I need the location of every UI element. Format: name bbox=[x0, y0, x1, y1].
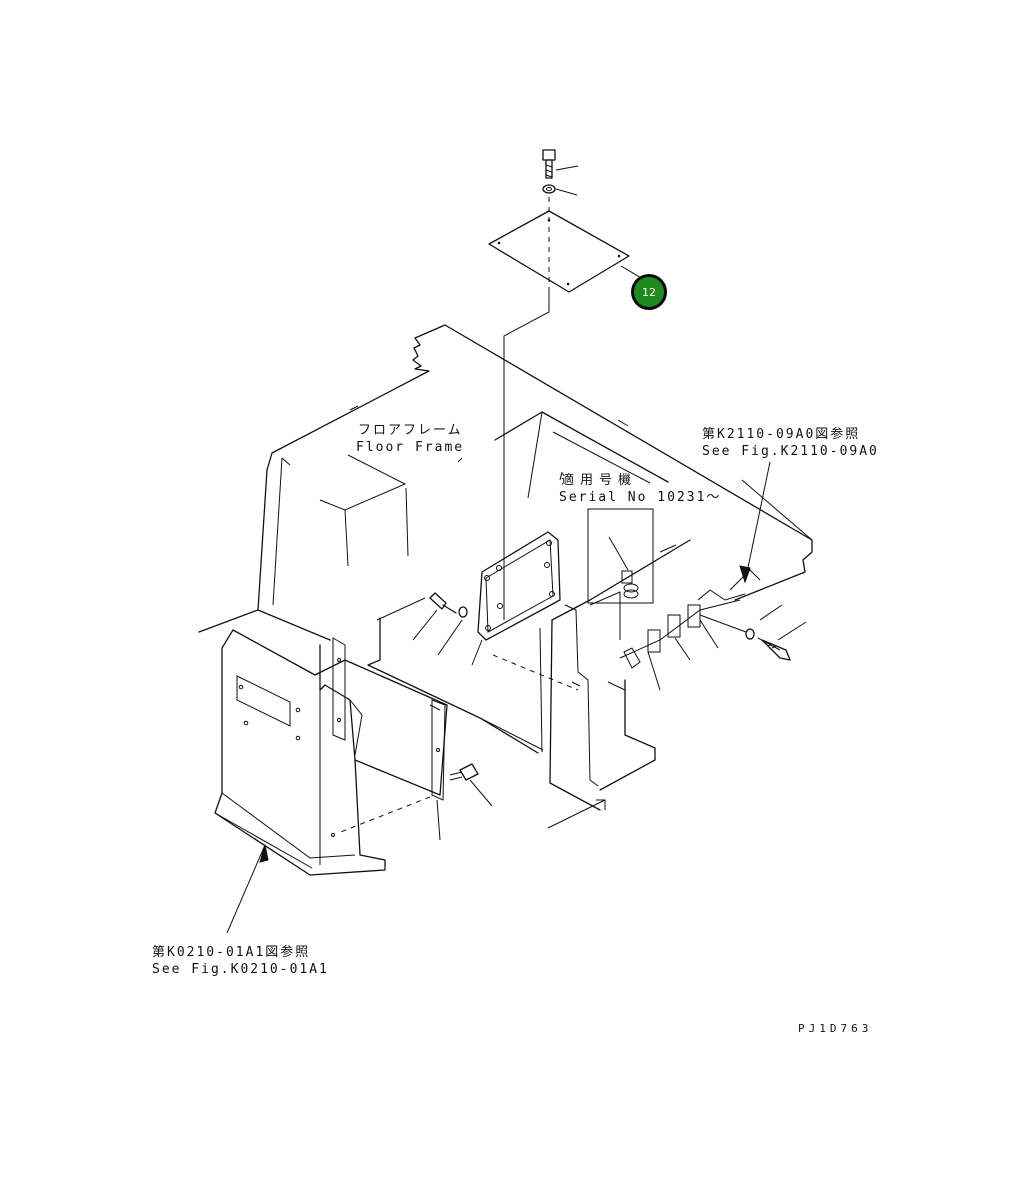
access-panel bbox=[471, 531, 561, 666]
ref-bottom-label-jp: 第K0210-01A1図参照 bbox=[152, 945, 311, 960]
ref-top-label-en: See Fig.K2110-09A0 bbox=[702, 444, 879, 459]
ref-arrow-bottom bbox=[226, 844, 269, 934]
floor-frame-label-jp: フロアフレーム bbox=[358, 423, 463, 438]
ref-bottom-label-en: See Fig.K0210-01A1 bbox=[152, 962, 329, 977]
bolt-right bbox=[699, 604, 807, 661]
callout-12-label: 12 bbox=[642, 285, 656, 299]
drawing-code: PJ1D763 bbox=[798, 1022, 873, 1035]
washer-top bbox=[542, 184, 578, 196]
serial-box bbox=[587, 508, 654, 604]
wiring-harness bbox=[607, 569, 761, 691]
bolt-left-upper bbox=[412, 592, 468, 656]
lower-housing bbox=[214, 629, 448, 876]
serial-label-en: Serial No 10231～ bbox=[559, 490, 722, 505]
ref-top-label-jp: 第K2110-09A0図参照 bbox=[702, 427, 861, 442]
callout-12[interactable]: 12 bbox=[631, 274, 667, 310]
serial-label-jp: 適用号機 bbox=[561, 473, 638, 488]
cover-plate bbox=[488, 210, 649, 293]
side-bracket bbox=[492, 539, 691, 829]
floor-frame-label-en: Floor Frame bbox=[356, 440, 465, 455]
serial-part bbox=[608, 536, 639, 599]
bolt-left-lower bbox=[449, 763, 493, 807]
floor-frame bbox=[198, 324, 813, 754]
bolt-top bbox=[542, 149, 579, 179]
ref-arrow-top bbox=[739, 461, 771, 584]
